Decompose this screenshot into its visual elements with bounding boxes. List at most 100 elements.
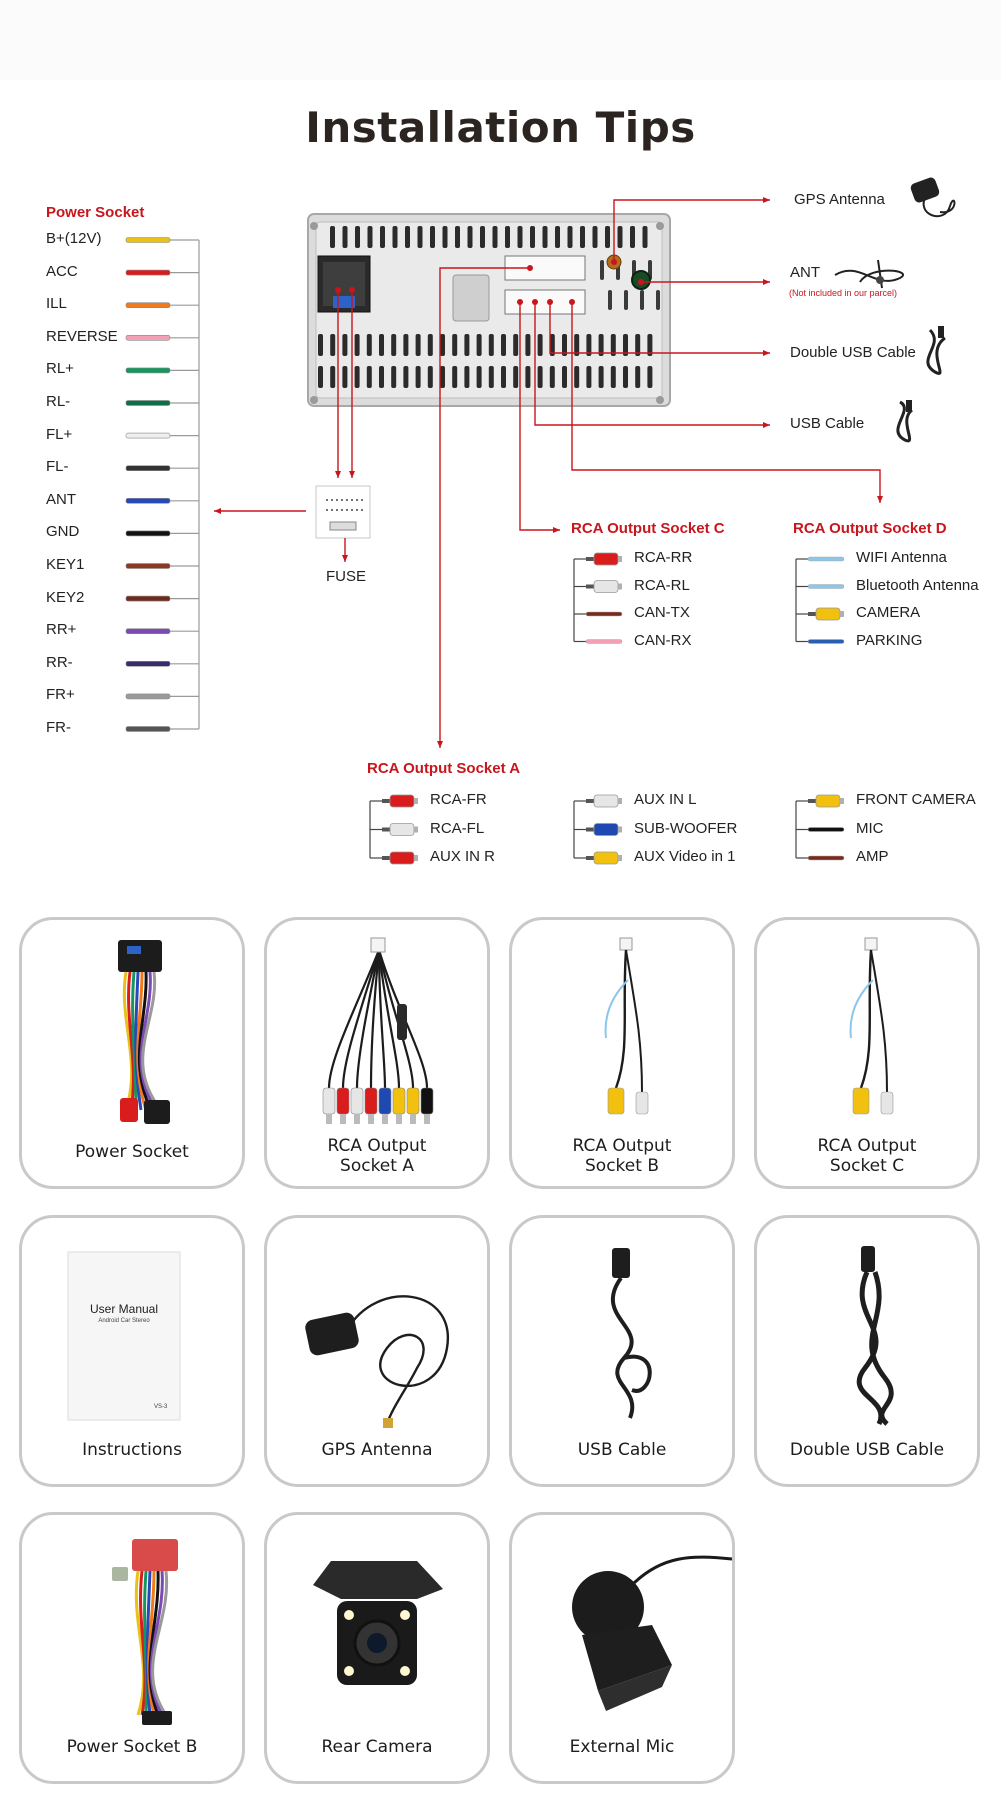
socket-item-label: AUX IN L bbox=[634, 791, 697, 808]
camera-icon bbox=[313, 1561, 443, 1685]
power-pin-label: ANT bbox=[46, 490, 76, 508]
power-wire-0 bbox=[125, 237, 199, 243]
fuse-box bbox=[315, 485, 371, 539]
socket-item-label: CAMERA bbox=[856, 604, 921, 621]
socket-item-label: SUB-WOOFER bbox=[634, 819, 738, 837]
socket-item-label: AUX Video in 1 bbox=[634, 848, 736, 865]
usb-cable-icon bbox=[896, 400, 914, 443]
socket-item-label: PARKING bbox=[856, 631, 923, 649]
power-wire-6 bbox=[125, 432, 199, 439]
power-wire-7 bbox=[125, 465, 199, 472]
product-card-rca-output-socket-c: RCA Output Socket C bbox=[754, 917, 980, 1189]
page-title: Installation Tips bbox=[305, 103, 696, 152]
double-usb-cable-icon bbox=[926, 326, 947, 375]
power-wire-13 bbox=[125, 660, 199, 667]
product-label: Instructions bbox=[82, 1440, 182, 1460]
socket-wire bbox=[574, 851, 622, 865]
power-socket-heading: Power Socket bbox=[46, 204, 145, 221]
socket-wire bbox=[574, 611, 623, 617]
product-label: External Mic bbox=[569, 1737, 675, 1757]
product-label: USB Cable bbox=[577, 1440, 667, 1460]
usb-cable-icon bbox=[610, 1248, 652, 1419]
manual-code: VS-3 bbox=[154, 1404, 168, 1410]
wiring-diagram bbox=[125, 177, 956, 865]
fuse-label: FUSE bbox=[326, 568, 367, 585]
manual-title: User Manual bbox=[89, 1302, 159, 1316]
socket-item-label: AMP bbox=[856, 848, 889, 865]
power-pin-label: GND bbox=[46, 523, 80, 541]
power-pin-label: RL+ bbox=[46, 360, 74, 378]
power-socket-wires bbox=[125, 237, 200, 732]
product-card-gps-antenna: GPS Antenna bbox=[264, 1215, 490, 1487]
power-wire-15 bbox=[125, 726, 199, 732]
socket-c-heading: RCA Output Socket C bbox=[571, 520, 725, 537]
socket-wire bbox=[370, 794, 418, 808]
socket-wire bbox=[796, 827, 845, 832]
socket-wire bbox=[796, 639, 845, 644]
socket-wire bbox=[370, 823, 418, 836]
power-wire-11 bbox=[125, 595, 199, 602]
power-pin-label: ILL bbox=[46, 295, 67, 313]
product-card-usb-cable: USB Cable bbox=[509, 1215, 735, 1487]
power-pin-label: RL- bbox=[46, 393, 71, 410]
socket-wire bbox=[574, 823, 622, 836]
socket-a-wires bbox=[369, 794, 845, 865]
socket-wire bbox=[574, 552, 622, 566]
socket-a-heading: RCA Output Socket A bbox=[367, 760, 521, 777]
power-wire-4 bbox=[125, 367, 199, 374]
product-card-rca-output-socket-a: RCA Output Socket A bbox=[264, 917, 490, 1189]
manual-subtitle: Android Car Stereo bbox=[98, 1318, 150, 1324]
product-card-external-mic: External Mic bbox=[509, 1512, 735, 1784]
power-pin-label: B+(12V) bbox=[46, 230, 102, 247]
rca-cable-icon bbox=[604, 937, 649, 1115]
product-card-rear-camera: Rear Camera bbox=[264, 1512, 490, 1784]
socket-item-label: AUX IN R bbox=[430, 848, 496, 865]
power-pin-label: RR+ bbox=[46, 621, 77, 639]
power-wire-9 bbox=[125, 530, 199, 537]
ant-cable-icon bbox=[834, 259, 904, 289]
socket-item-label: FRONT CAMERA bbox=[856, 791, 976, 808]
socket-wire bbox=[574, 580, 622, 593]
product-label: GPS Antenna bbox=[321, 1440, 433, 1460]
socket-item-label: RCA-RR bbox=[634, 549, 693, 566]
socket-wire bbox=[796, 794, 844, 808]
power-wire-14 bbox=[125, 693, 199, 700]
power-pin-label: FR+ bbox=[46, 686, 75, 704]
socket-item-label: RCA-FR bbox=[430, 791, 487, 808]
product-label: RCA Output Socket C bbox=[817, 1136, 917, 1176]
power-wire-10 bbox=[125, 563, 199, 569]
gps-antenna-label: GPS Antenna bbox=[794, 191, 885, 208]
mic-icon bbox=[572, 1555, 732, 1711]
socket-wire bbox=[796, 607, 844, 621]
product-label: Power Socket B bbox=[66, 1737, 198, 1757]
product-label: RCA Output Socket B bbox=[572, 1136, 672, 1176]
socket-item-label: MIC bbox=[856, 819, 884, 837]
gps-antenna-icon bbox=[305, 1295, 450, 1428]
power-wire-2 bbox=[125, 302, 199, 309]
socket-wire bbox=[574, 794, 622, 808]
power-wire-1 bbox=[125, 269, 199, 276]
socket-item-label: CAN-RX bbox=[634, 631, 692, 649]
socket-d-wires bbox=[795, 556, 845, 644]
harness-b-icon bbox=[112, 1539, 178, 1725]
socket-item-label: RCA-FL bbox=[430, 819, 485, 837]
product-label: RCA Output Socket A bbox=[327, 1136, 427, 1176]
socket-wire bbox=[796, 855, 845, 861]
rca-cable-icon bbox=[849, 937, 894, 1115]
harness-icon bbox=[118, 940, 170, 1124]
power-pin-label: FL- bbox=[46, 458, 69, 476]
ant-label: ANT bbox=[790, 264, 820, 281]
socket-item-label: WIFI Antenna bbox=[856, 549, 947, 566]
socket-wire bbox=[370, 851, 418, 865]
power-wire-12 bbox=[125, 628, 199, 635]
socket-item-label: RCA-RL bbox=[634, 576, 690, 594]
ant-note: (Not included in our parcel) bbox=[789, 288, 898, 298]
head-unit bbox=[307, 213, 671, 407]
rca-harness-icon bbox=[322, 937, 434, 1124]
manual-icon bbox=[67, 1251, 181, 1421]
product-card-power-socket-b: Power Socket B bbox=[19, 1512, 245, 1784]
product-label: Double USB Cable bbox=[789, 1440, 945, 1460]
power-wire-5 bbox=[125, 400, 199, 406]
socket-wire bbox=[796, 556, 845, 562]
